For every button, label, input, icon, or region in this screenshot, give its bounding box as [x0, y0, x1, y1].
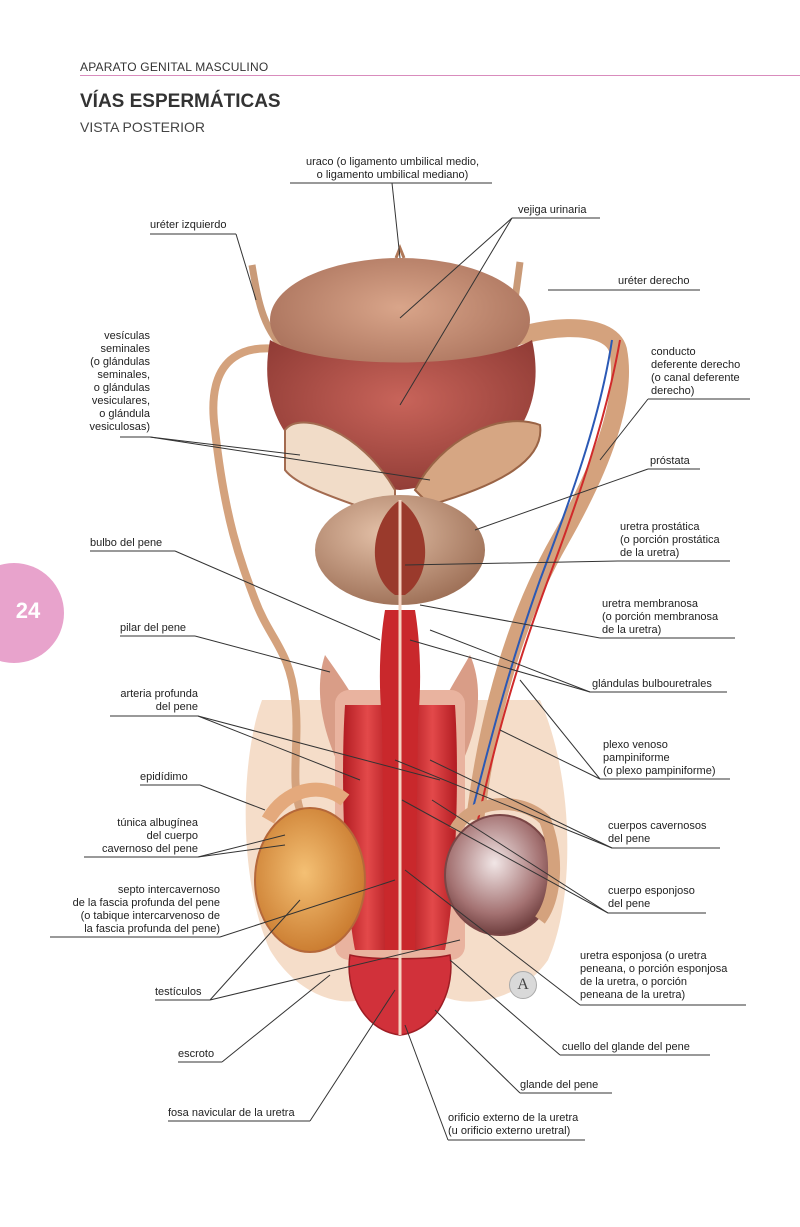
- label-glans: glande del pene: [520, 1079, 599, 1091]
- label-penile-crus: pilar del pene: [120, 622, 187, 634]
- leader-lines: [50, 182, 750, 1141]
- label-penile-bulb: bulbo del pene: [90, 537, 163, 549]
- header-rule: [80, 75, 800, 76]
- right-corpus-cavernosum: [408, 705, 457, 950]
- label-glans-neck: cuello del glande del pene: [562, 1041, 690, 1053]
- right-epididymis: [449, 798, 560, 924]
- label-prostate: próstata: [650, 455, 690, 467]
- label-right-ureter: uréter derecho: [618, 275, 690, 287]
- label-urachus: uraco (o ligamento umbilical medio,o lig…: [305, 156, 480, 181]
- right-cord-vessels: [469, 339, 613, 821]
- label-bulbourethral-glands: glándulas bulbouretrales: [592, 678, 712, 690]
- right-cord-artery: [477, 339, 621, 821]
- label-epididymis: epidídimo: [140, 771, 188, 783]
- section-header: APARATO GENITAL MASCULINO: [80, 60, 269, 74]
- label-bladder: vejiga urinaria: [518, 204, 587, 216]
- bladder-top: [270, 258, 530, 382]
- page-number: 24: [15, 598, 41, 623]
- page-title: VÍAS ESPERMÁTICAS: [80, 91, 281, 112]
- left-testis: [254, 807, 366, 953]
- right-cord-shape: [465, 319, 630, 822]
- label-testes: testículos: [155, 986, 202, 998]
- urachus-shape: [394, 243, 406, 259]
- right-vesicle: [413, 420, 542, 507]
- page-subtitle: VISTA POSTERIOR: [80, 119, 205, 135]
- left-epididymis: [261, 782, 350, 824]
- label-external-orifice: orificio externo de la uretra(u orificio…: [448, 1112, 579, 1137]
- left-vas-shape: [209, 344, 322, 812]
- label-left-ureter: uréter izquierdo: [150, 219, 227, 231]
- label-scrotum: escroto: [178, 1048, 215, 1060]
- figure-badge: A: [509, 971, 537, 999]
- label-navicular-fossa: fosa navicular de la uretra: [168, 1107, 295, 1119]
